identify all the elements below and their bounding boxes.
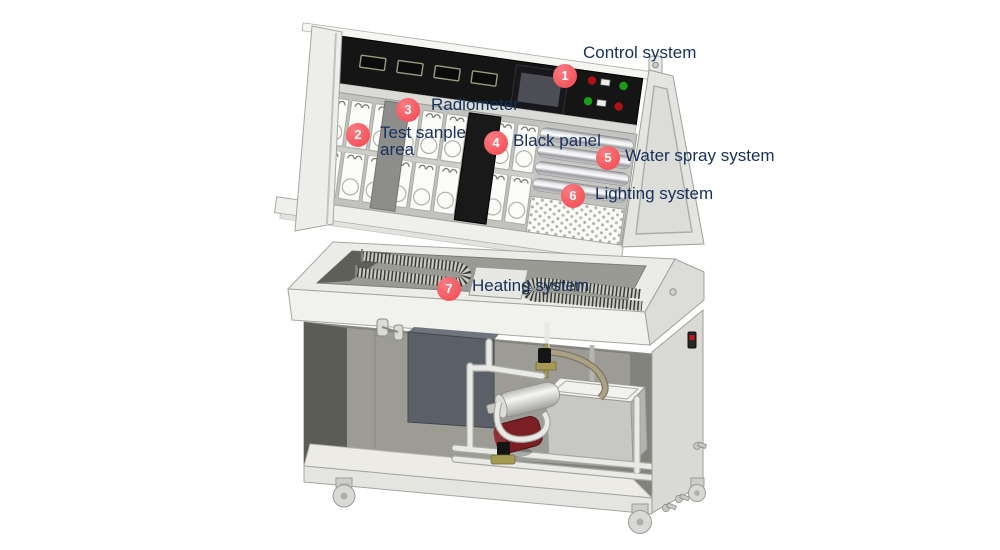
callout-marker: 3 (396, 98, 420, 122)
front-pipe-loop (493, 401, 551, 443)
lower-cabinet (303, 308, 707, 534)
flexible-hose (548, 348, 609, 401)
chamber-right-leg (621, 55, 705, 248)
callout-marker: 7 (437, 277, 461, 301)
callout-label: Heating system (472, 276, 590, 295)
heating-tray (286, 241, 705, 346)
callout-marker: 5 (596, 146, 620, 170)
callout-marker: 6 (561, 184, 585, 208)
heater-center-plate (468, 266, 529, 300)
lamp-tubes (532, 124, 635, 203)
display-screen (509, 64, 570, 117)
bottom-valve (490, 442, 516, 465)
callout-label: Control system (583, 43, 697, 62)
callout-label: Water spray system (625, 146, 775, 165)
callout-label: Radiometer (431, 95, 519, 114)
callout-marker: 1 (553, 64, 577, 88)
callout-label: Black panel (513, 131, 601, 150)
cabinet-left-wall (304, 322, 347, 468)
panel-slots (359, 54, 498, 87)
water-pipes (451, 338, 692, 485)
callout-marker: 2 (346, 123, 370, 147)
callout-label: Test sanple area (380, 123, 466, 159)
cabinet-base (303, 465, 653, 515)
control-panel (328, 34, 644, 126)
spray-perforated-panel (525, 195, 625, 246)
valve-knob (538, 348, 551, 363)
chamber-left-leg (294, 25, 343, 232)
wall-bracket (376, 318, 404, 341)
callout-label: Lighting system (595, 184, 714, 203)
led-indicators (583, 76, 628, 111)
tray-right-end (644, 258, 705, 346)
brass-rod (535, 343, 557, 379)
callout-marker: 4 (484, 131, 508, 155)
casters (332, 477, 706, 534)
side-fittings (662, 441, 707, 512)
